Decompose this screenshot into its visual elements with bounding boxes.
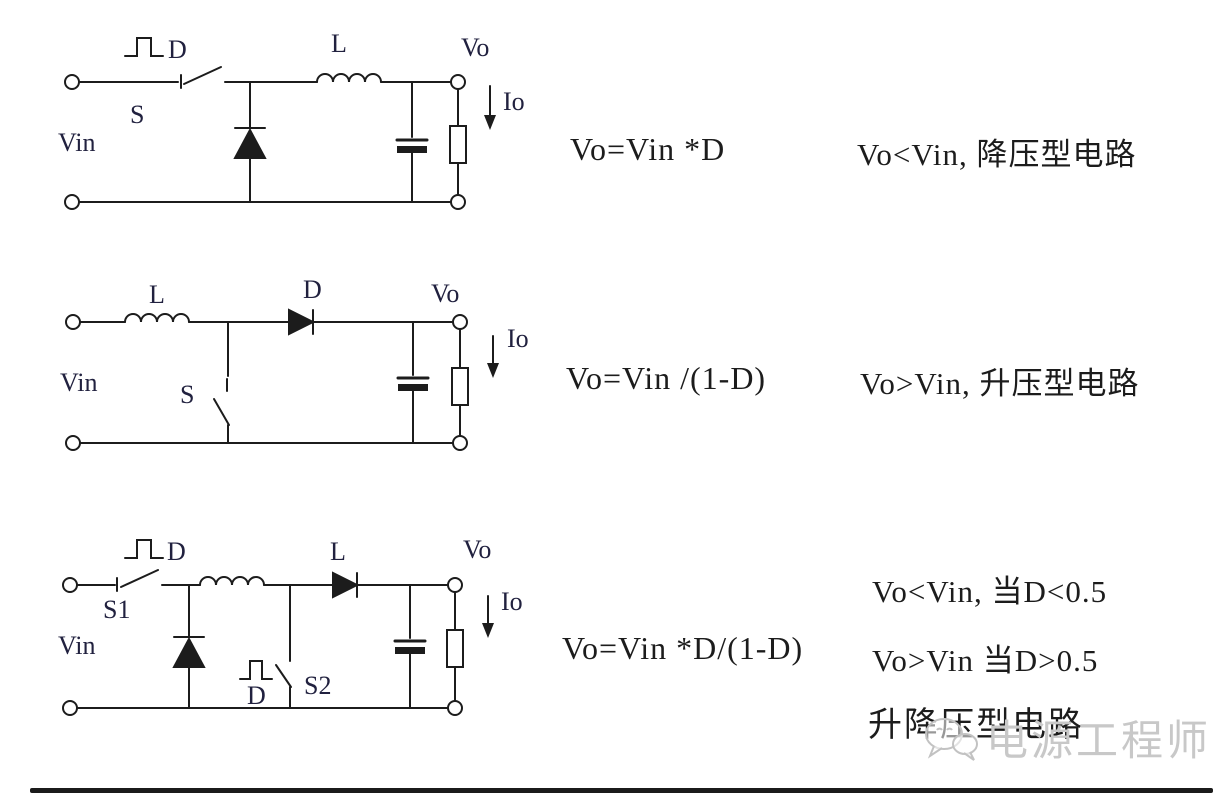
- terminal: [450, 194, 466, 210]
- diode-symbol: [288, 308, 316, 336]
- buck-formula: Vo=Vin *D: [570, 131, 726, 167]
- terminal: [64, 74, 80, 90]
- diode-symbol: [332, 571, 360, 599]
- switch1-label: S1: [103, 595, 130, 624]
- buck-description: Vo<Vin, 降压型电路: [857, 137, 1137, 172]
- inductor-label: L: [331, 29, 347, 58]
- arrow-head: [482, 623, 494, 638]
- iout-label: Io: [507, 324, 529, 353]
- terminal: [65, 314, 81, 330]
- wechat-chat-bubble-icon: [925, 718, 978, 761]
- diode-symbol: [172, 636, 206, 668]
- diode-label: D: [303, 275, 322, 304]
- buck-boost-condition-2: Vo>Vin 当D>0.5: [872, 643, 1099, 678]
- bottom-divider-bar: [30, 788, 1213, 793]
- diode-symbol: [233, 127, 267, 159]
- boost-formula: Vo=Vin /(1-D): [566, 360, 767, 396]
- buck-boost-condition-1: Vo<Vin, 当D<0.5: [872, 574, 1108, 609]
- watermark-text: 电源工程师: [986, 718, 1212, 765]
- inductor-label: L: [149, 280, 165, 309]
- vin-label: Vin: [58, 128, 95, 157]
- inductor-symbol: [316, 73, 382, 83]
- resistor-symbol: [451, 367, 469, 406]
- terminal: [452, 314, 468, 330]
- duty-label: D: [168, 35, 187, 64]
- boost-circuit: L D Vo Io Vin S: [60, 275, 529, 451]
- capacitor-plate: [398, 384, 428, 391]
- vout-label: Vo: [463, 535, 491, 564]
- vout-label: Vo: [461, 33, 489, 62]
- terminal: [447, 700, 463, 716]
- pulse-waveform-icon: [124, 539, 164, 559]
- inductor-symbol: [124, 313, 190, 323]
- capacitor-plate: [395, 647, 425, 654]
- vout-label: Vo: [431, 279, 459, 308]
- resistor-symbol: [449, 125, 467, 164]
- terminal: [62, 577, 78, 593]
- inductor-symbol: [199, 576, 265, 586]
- pulse-waveform-icon: [124, 37, 164, 57]
- vin-label: Vin: [58, 631, 95, 660]
- duty-label: D: [167, 537, 186, 566]
- iout-label: Io: [501, 587, 523, 616]
- resistor-symbol: [446, 629, 464, 668]
- watermark: 电源工程师: [920, 706, 1211, 768]
- terminal: [65, 435, 81, 451]
- arrow-head: [484, 115, 496, 130]
- switch-blade: [183, 66, 222, 85]
- buck-boost-circuit: D S1 Vin L D S2 Vo Io: [58, 535, 523, 716]
- terminal: [62, 700, 78, 716]
- inductor-label: L: [330, 537, 346, 566]
- switch-blade: [213, 398, 230, 426]
- buck-boost-formula: Vo=Vin *D/(1-D): [562, 630, 804, 666]
- iout-label: Io: [503, 87, 525, 116]
- terminal: [450, 74, 466, 90]
- capacitor-plate: [397, 146, 427, 153]
- terminal: [452, 435, 468, 451]
- duty-label: D: [247, 681, 266, 710]
- pulse-waveform-icon: [239, 660, 273, 680]
- vin-label: Vin: [60, 368, 97, 397]
- switch-blade: [275, 664, 292, 688]
- switch-label: S: [130, 100, 144, 129]
- switch-label: S: [180, 380, 194, 409]
- boost-description: Vo>Vin, 升压型电路: [860, 366, 1140, 401]
- buck-circuit: D S Vin L Vo Io: [58, 29, 525, 210]
- arrow-head: [487, 363, 499, 378]
- switch-blade: [120, 569, 159, 588]
- switch2-label: S2: [304, 671, 331, 700]
- terminal: [64, 194, 80, 210]
- terminal: [447, 577, 463, 593]
